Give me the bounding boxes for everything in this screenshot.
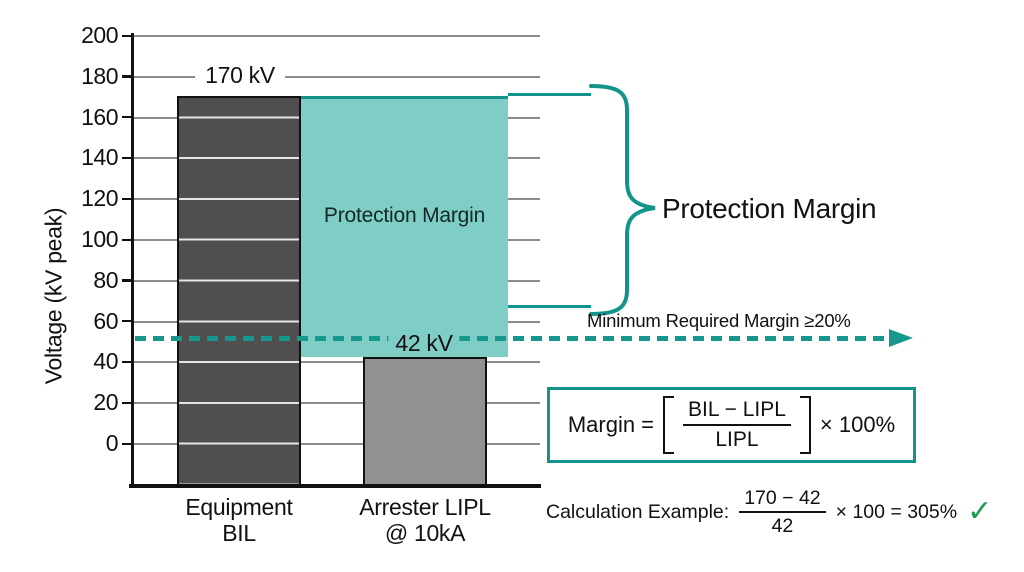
check-icon: ✓: [967, 494, 993, 529]
calculation-fraction: 170 − 42 42: [739, 486, 826, 538]
category-label-arrester-lipl: Arrester LIPL @ 10kA: [359, 494, 491, 546]
left-bracket-icon: [663, 396, 675, 454]
bar-equipment-bil: [177, 96, 301, 487]
gridline: [133, 35, 540, 37]
y-tick-label: 80: [93, 266, 118, 293]
minimum-margin-dashed-line: [135, 336, 891, 341]
y-tick-label: 200: [81, 22, 118, 48]
formula-fraction: BIL − LIPL LIPL: [683, 397, 791, 453]
y-tick-label: 20: [93, 389, 118, 416]
plot-area: Protection Margin: [133, 35, 540, 487]
calculation-numerator: 170 − 42: [739, 486, 826, 513]
tick-mark: [122, 238, 132, 241]
protection-margin-callout-label: Protection Margin: [662, 193, 877, 224]
minimum-margin-label: Minimum Required Margin ≥20%: [587, 310, 851, 331]
bar-arrester-lipl: [363, 357, 487, 487]
formula-numerator: BIL − LIPL: [683, 397, 791, 426]
tick-mark: [122, 75, 132, 78]
formula-denominator: LIPL: [715, 428, 759, 451]
brace-connector-top: [508, 93, 591, 96]
brace-connector-bottom: [508, 305, 591, 308]
arrow-right-icon: [889, 329, 913, 347]
y-tick-label: 60: [93, 307, 118, 334]
right-bracket-icon: [799, 396, 811, 454]
y-tick-label: 180: [81, 62, 118, 89]
margin-formula-box: Margin = BIL − LIPL LIPL × 100%: [547, 387, 916, 463]
y-tick-label: 0: [105, 430, 119, 456]
bar-value-label-bil: 170 kV: [195, 62, 285, 89]
x-axis-line: [129, 484, 541, 488]
y-axis-line: [131, 33, 134, 487]
calculation-example: Calculation Example: 170 − 42 42 × 100 =…: [546, 486, 992, 538]
protection-margin-region: Protection Margin: [301, 96, 508, 357]
calculation-result: × 100 = 305%: [835, 500, 958, 523]
formula-multiplier: × 100%: [819, 412, 896, 437]
protection-margin-region-label: Protection Margin: [323, 204, 486, 227]
tick-mark: [122, 34, 132, 37]
y-tick-label: 160: [81, 103, 118, 130]
y-tick-label: 140: [81, 144, 118, 171]
y-tick-label: 100: [81, 226, 118, 252]
gridline: [133, 75, 540, 78]
gridline: [133, 402, 540, 405]
calculation-denominator: 42: [771, 515, 794, 537]
bar-value-label-lipl: 42 kV: [388, 330, 460, 357]
y-tick-label: 120: [81, 185, 118, 212]
tick-mark: [122, 320, 132, 323]
tick-mark: [122, 116, 132, 119]
gridline: [133, 361, 540, 364]
category-label-equipment-bil: Equipment BIL: [185, 494, 293, 546]
tick-mark: [122, 442, 132, 445]
y-tick-label: 40: [93, 348, 118, 375]
tick-mark: [122, 401, 132, 405]
tick-mark: [122, 279, 132, 282]
gridline: [133, 443, 540, 445]
calculation-example-label: Calculation Example:: [546, 500, 730, 523]
tick-mark: [122, 360, 132, 364]
curly-brace-icon: [589, 84, 656, 316]
formula-lhs: Margin =: [567, 412, 655, 437]
tick-mark: [122, 156, 132, 160]
tick-mark: [122, 197, 132, 201]
